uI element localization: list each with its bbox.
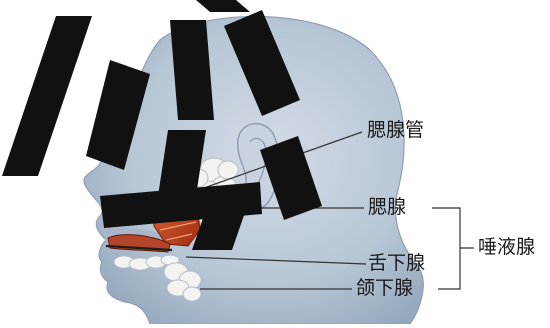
watermark-graphic — [2, 0, 322, 250]
parotid-gland-label: 腮腺 — [368, 196, 407, 218]
mouth-tongue-illustration — [105, 234, 173, 253]
salivary-glands-label: 唾液腺 — [478, 236, 536, 258]
parotid-duct-label: 腮腺管 — [367, 119, 425, 141]
sublingual-gland-illustration — [113, 254, 180, 271]
submandibular-gland-label: 颌下腺 — [356, 277, 414, 299]
salivary-bracket — [432, 207, 474, 290]
sublingual-gland-leader — [185, 256, 367, 265]
sublingual-gland-label: 舌下腺 — [368, 252, 426, 274]
submandibular-gland-illustration — [163, 262, 202, 302]
